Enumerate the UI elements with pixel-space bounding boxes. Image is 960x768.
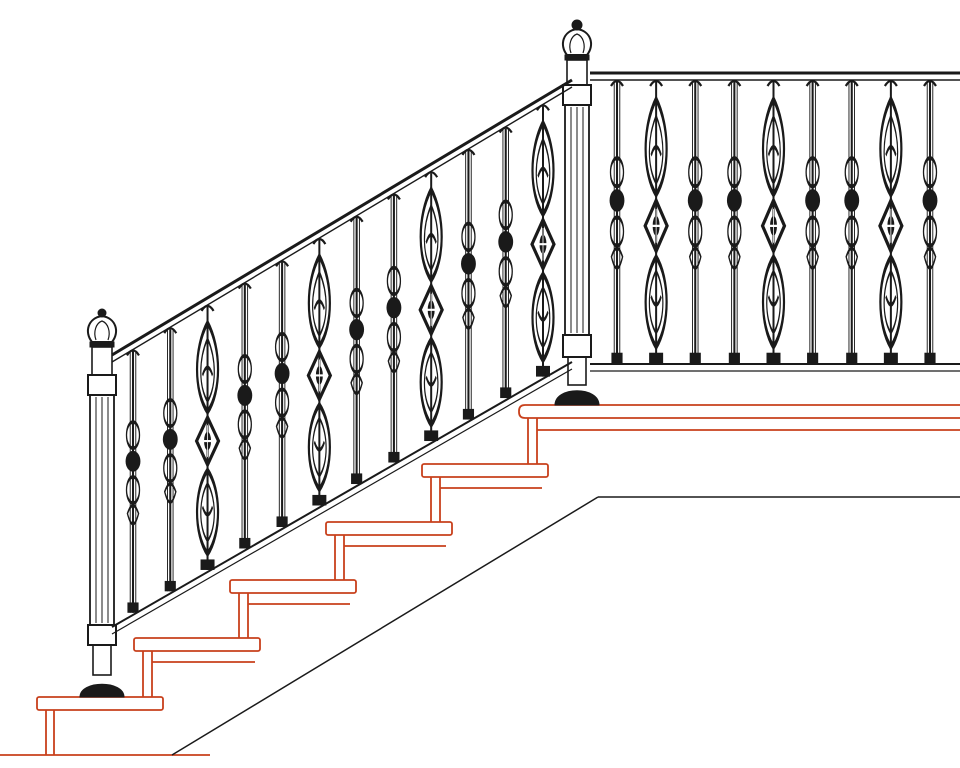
stair-baluster-11 bbox=[498, 129, 513, 399]
stair-baluster-cap-6 bbox=[312, 237, 327, 245]
landing-baluster-cap-3 bbox=[688, 79, 703, 87]
stair-landing bbox=[518, 404, 960, 464]
iron-railing bbox=[79, 19, 960, 698]
stair-baluster-cap-12 bbox=[536, 104, 550, 111]
landing-baluster-cap-6 bbox=[805, 79, 820, 87]
stair-tread-3 bbox=[229, 579, 357, 638]
stair-balusters bbox=[126, 104, 554, 613]
staircase-steps bbox=[0, 404, 960, 756]
stair-tread-4 bbox=[325, 521, 453, 580]
stair-baluster-cap-11 bbox=[498, 126, 513, 134]
landing-baluster-6 bbox=[805, 82, 820, 364]
landing-baluster-cap-9 bbox=[923, 79, 937, 87]
landing-baluster-3 bbox=[688, 82, 703, 364]
landing-balusters bbox=[610, 79, 938, 364]
stair-baluster-cap-2 bbox=[163, 327, 178, 334]
stair-tread-2 bbox=[133, 637, 261, 697]
landing-bottom-rail bbox=[590, 363, 960, 372]
landing-baluster-cap-2 bbox=[649, 79, 664, 87]
landing-baluster-cap-8 bbox=[883, 79, 898, 87]
newel-post-lower bbox=[79, 308, 125, 698]
newel-post-upper bbox=[554, 19, 600, 406]
landing-baluster-5 bbox=[763, 82, 785, 364]
stair-baluster-cap-9 bbox=[424, 171, 439, 178]
stair-baluster-7 bbox=[349, 218, 364, 484]
stair-tread-1 bbox=[36, 696, 164, 755]
landing-baluster-4 bbox=[727, 82, 742, 364]
stair-baluster-8 bbox=[386, 195, 401, 462]
stair-baluster-cap-3 bbox=[200, 304, 215, 312]
stair-baluster-5 bbox=[275, 262, 290, 527]
stair-baluster-4 bbox=[237, 285, 252, 549]
landing-baluster-cap-4 bbox=[727, 79, 742, 87]
landing-baluster-9 bbox=[923, 82, 938, 364]
stair-baluster-1 bbox=[126, 351, 141, 612]
landing-baluster-cap-7 bbox=[844, 79, 859, 87]
stair-baluster-cap-10 bbox=[461, 148, 476, 156]
stair-baluster-6 bbox=[308, 240, 330, 506]
stair-handrail bbox=[111, 78, 573, 363]
stair-baluster-cap-1 bbox=[126, 349, 140, 357]
stair-baluster-cap-8 bbox=[386, 193, 401, 201]
newel-finial-lower bbox=[86, 308, 118, 348]
landing-baluster-1 bbox=[610, 82, 625, 364]
stair-baluster-2 bbox=[163, 329, 178, 591]
stair-baluster-3 bbox=[197, 307, 219, 570]
stair-baluster-12 bbox=[532, 106, 554, 376]
stair-baluster-cap-7 bbox=[349, 215, 364, 223]
stair-stringer bbox=[171, 496, 960, 756]
landing-baluster-7 bbox=[844, 82, 859, 364]
landing-baluster-cap-1 bbox=[610, 79, 624, 87]
stair-baluster-9 bbox=[420, 173, 442, 441]
stair-bottom-rail bbox=[111, 361, 573, 635]
landing-baluster-2 bbox=[645, 82, 667, 364]
stair-baluster-10 bbox=[461, 151, 476, 420]
landing-handrail bbox=[590, 71, 960, 81]
landing-baluster-8 bbox=[880, 82, 902, 364]
stair-baluster-cap-5 bbox=[275, 260, 290, 267]
landing-baluster-cap-5 bbox=[766, 79, 781, 87]
stair-baluster-cap-4 bbox=[237, 282, 252, 290]
stair-tread-5 bbox=[421, 463, 549, 522]
newel-finial-upper bbox=[561, 19, 593, 61]
